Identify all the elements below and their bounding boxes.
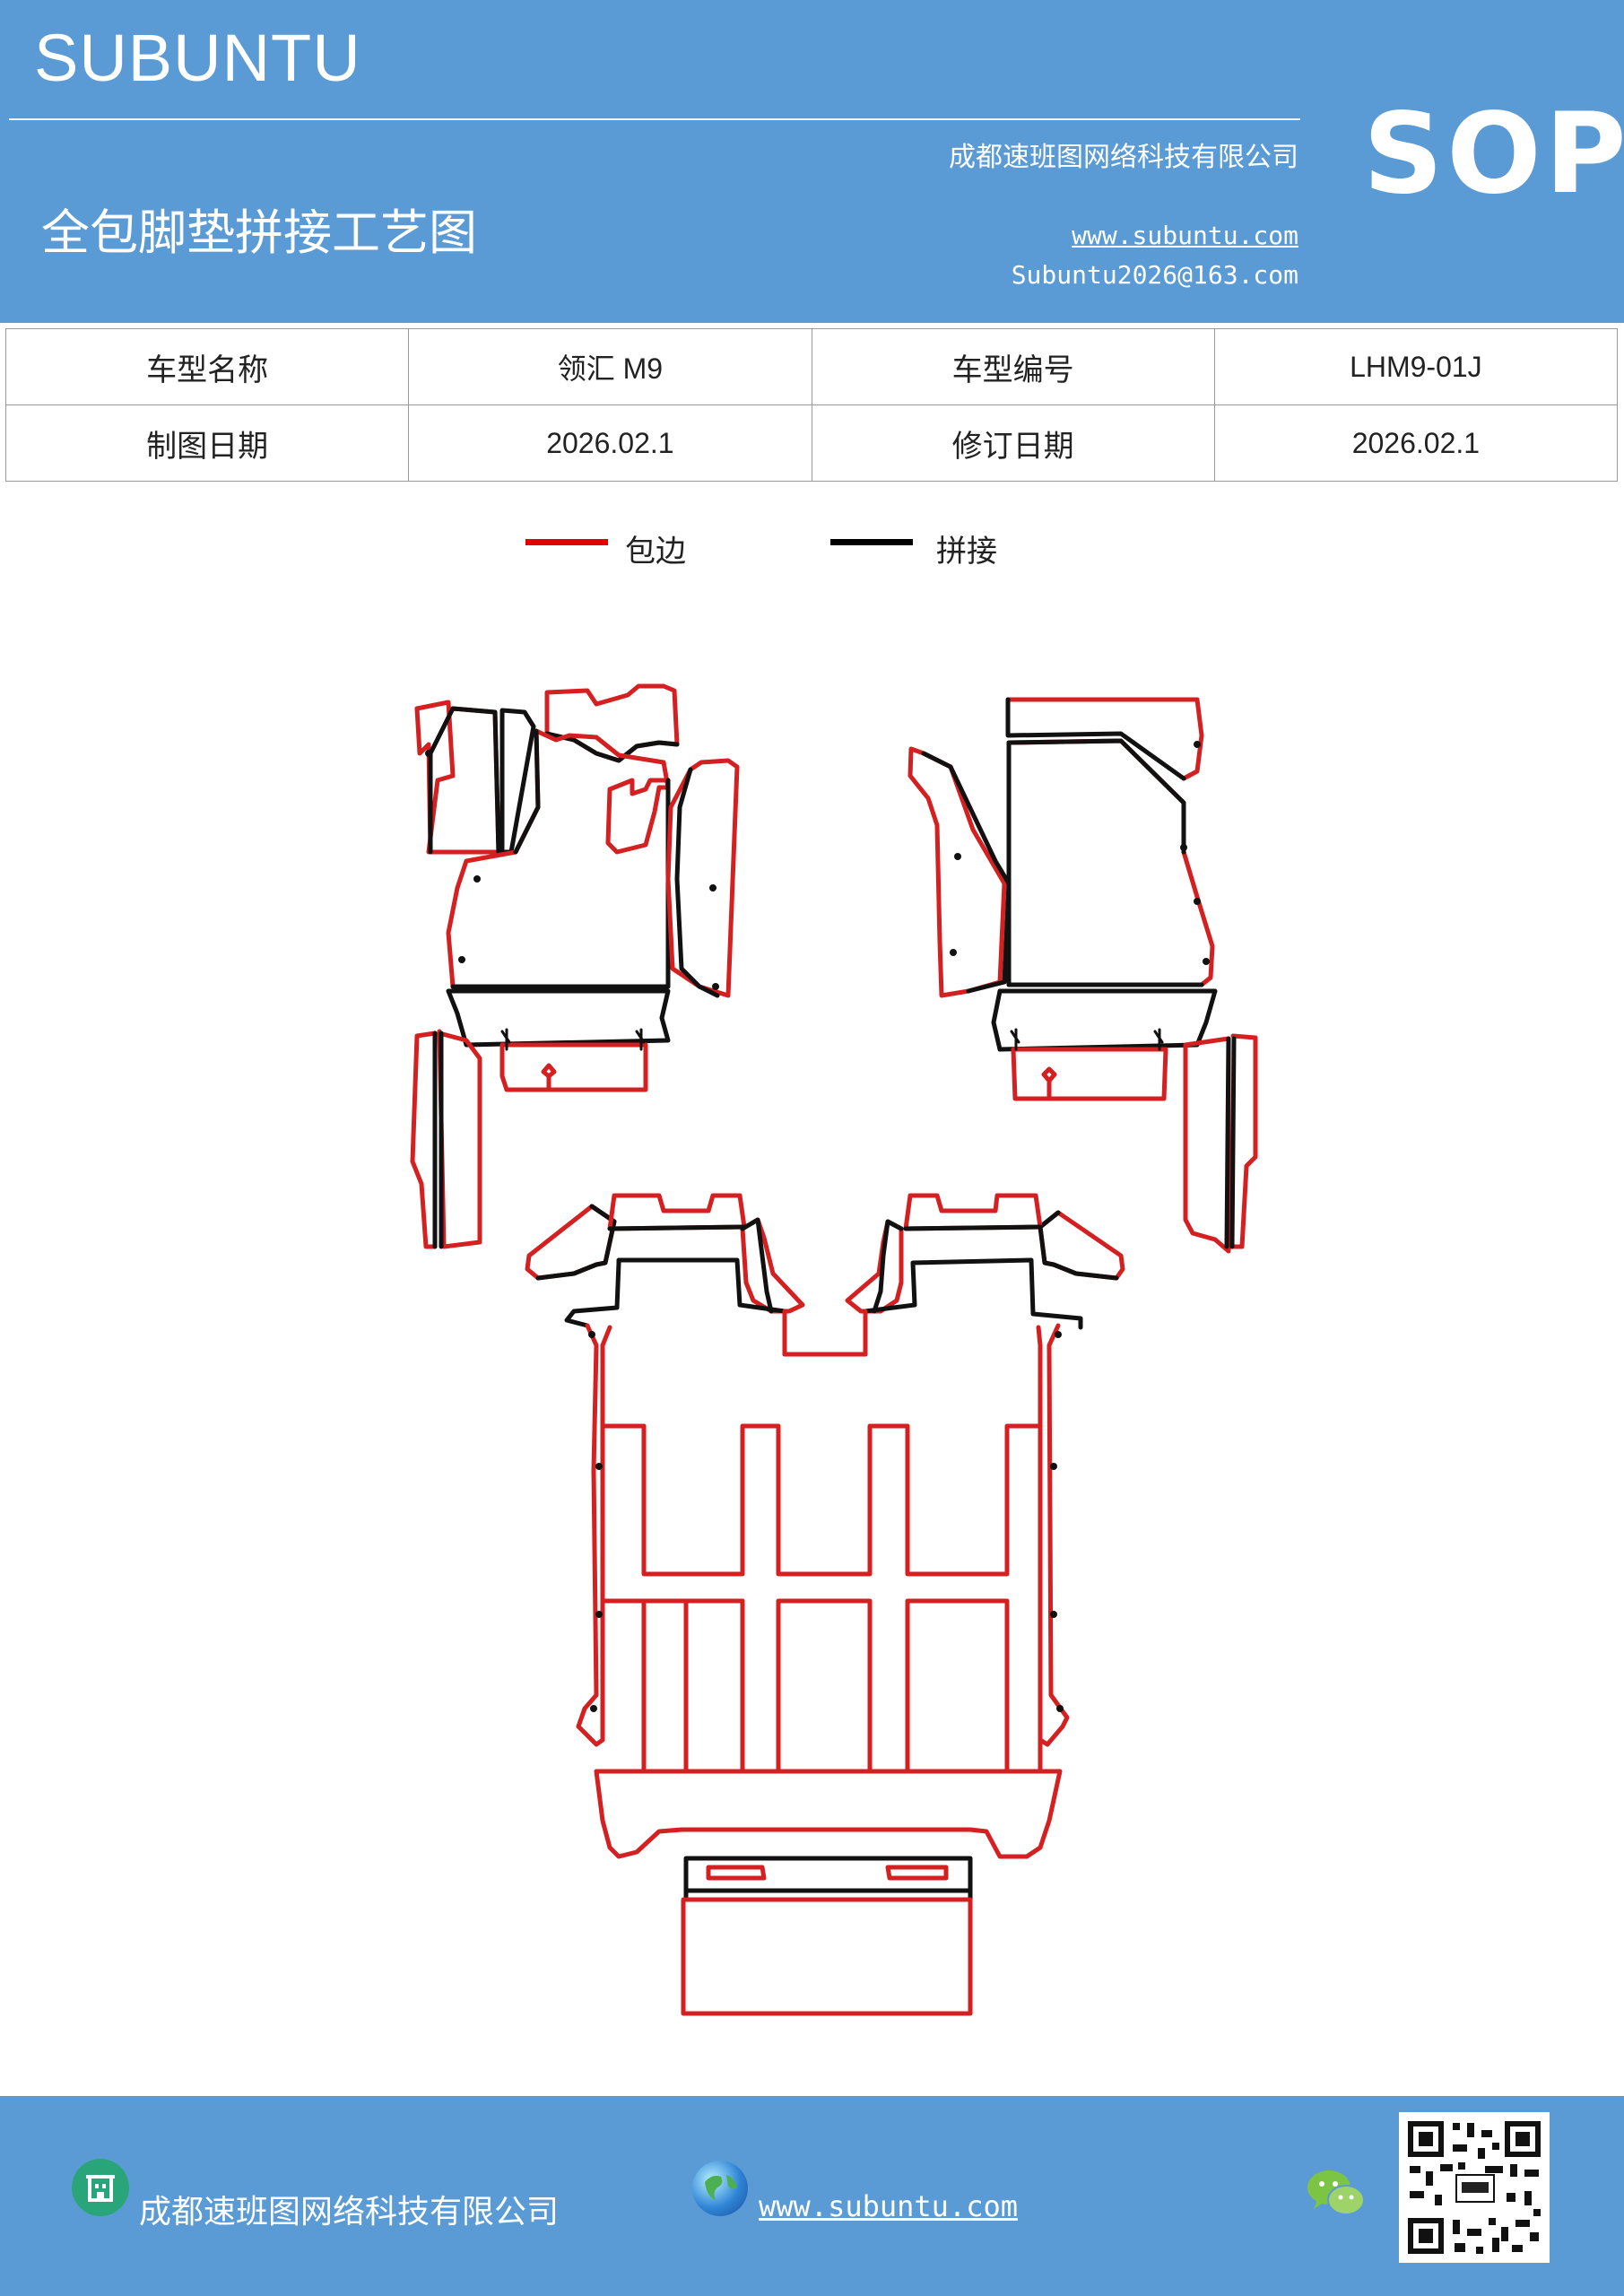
footer-website-link[interactable]: www.subuntu.com — [759, 2189, 1018, 2223]
model-code-label: 车型编号 — [811, 328, 1215, 405]
qr-code — [1399, 2112, 1550, 2263]
sop-label: SOP — [1363, 90, 1624, 219]
model-name-value: 领汇 M9 — [408, 328, 812, 405]
front-left-mat-group — [410, 683, 740, 1249]
header-banner: SUBUNTU SOP 成都速班图网络科技有限公司 全包脚垫拼接工艺图 www.… — [0, 0, 1624, 323]
revise-date-label: 修订日期 — [811, 404, 1215, 482]
model-name-label: 车型名称 — [4, 328, 410, 405]
model-code-value: LHM9-01J — [1213, 328, 1619, 405]
draw-date-label: 制图日期 — [4, 404, 410, 482]
brand-name: SUBUNTU — [34, 21, 361, 95]
website-link[interactable]: www.subuntu.com — [1072, 221, 1298, 250]
front-right-mat-group — [908, 697, 1258, 1254]
alignment-dots — [425, 741, 1210, 1712]
company-name: 成都速班图网络科技有限公司 — [949, 142, 1298, 173]
legend-join-swatch — [830, 539, 913, 545]
model-info-table: 车型名称 领汇 M9 车型编号 LHM9-01J 制图日期 2026.02.1 … — [4, 328, 1619, 482]
table-row: 车型名称 领汇 M9 车型编号 LHM9-01J — [4, 328, 1619, 405]
building-icon — [72, 2159, 129, 2216]
email-address: Subuntu2026@163.com — [1011, 260, 1298, 290]
wechat-icon[interactable] — [1305, 2166, 1368, 2220]
footer-banner: 成都速班图网络科技有限公司 www.subuntu.com — [0, 2096, 1624, 2296]
footer-company-name: 成都速班图网络科技有限公司 — [139, 2194, 560, 2231]
table-row: 制图日期 2026.02.1 修订日期 2026.02.1 — [4, 404, 1619, 482]
legend: 包边 拼接 — [0, 516, 1624, 578]
page-title: 全包脚垫拼接工艺图 — [41, 204, 477, 261]
legend-edge-label: 包边 — [625, 534, 686, 570]
legend-join-label: 拼接 — [936, 534, 997, 570]
draw-date-value: 2026.02.1 — [408, 404, 812, 482]
header-divider — [9, 118, 1300, 120]
revise-date-value: 2026.02.1 — [1213, 404, 1619, 482]
rear-mat-group — [525, 1193, 1125, 2016]
globe-icon — [692, 2161, 748, 2216]
legend-edge-swatch — [525, 539, 608, 545]
